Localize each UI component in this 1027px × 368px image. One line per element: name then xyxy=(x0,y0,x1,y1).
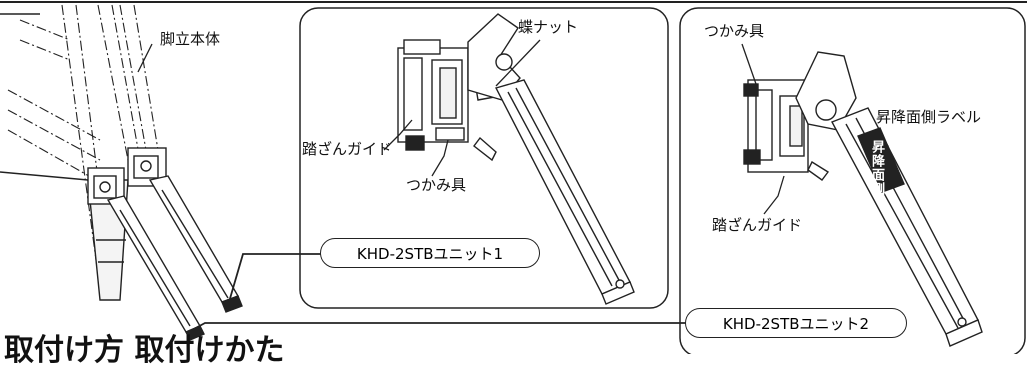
leader-unit2 xyxy=(191,322,686,331)
diagram-drawing xyxy=(0,1,1027,354)
label-grip-right: つかみ具 xyxy=(704,22,765,40)
vertical-label-sticker: 昇降面側 xyxy=(869,140,884,196)
center-panel-frame xyxy=(299,7,669,309)
label-ladder-body: 脚立本体 xyxy=(160,30,221,48)
leader-step-guide-center xyxy=(383,119,413,151)
label-step-guide-right: 踏ざんガイド xyxy=(712,216,803,234)
label-step-guide-center: 踏ざんガイド xyxy=(302,140,393,158)
unit1-callout: KHD-2STBユニット1 xyxy=(320,238,540,268)
bottom-heading-cutoff: 取付け方 取付けかた xyxy=(4,333,285,368)
unit2-closeup xyxy=(743,51,983,347)
label-grip-center: つかみ具 xyxy=(406,176,467,194)
ladder-overview xyxy=(0,4,243,341)
unit1-closeup xyxy=(397,13,635,305)
leader-unit1 xyxy=(228,253,322,303)
label-wing-nut: 蝶ナット xyxy=(518,18,579,36)
leader-lift-label xyxy=(875,129,889,158)
leader-grip-center xyxy=(431,139,449,177)
leader-step-guide-right xyxy=(763,175,785,215)
label-lift-side: 昇降面側ラベル xyxy=(876,108,982,126)
leader-ladder-body xyxy=(137,43,153,73)
leader-grip-right xyxy=(741,43,757,85)
right-panel-frame xyxy=(679,7,1026,354)
unit2-callout: KHD-2STBユニット2 xyxy=(685,308,907,338)
leader-wing-nut xyxy=(495,39,541,87)
